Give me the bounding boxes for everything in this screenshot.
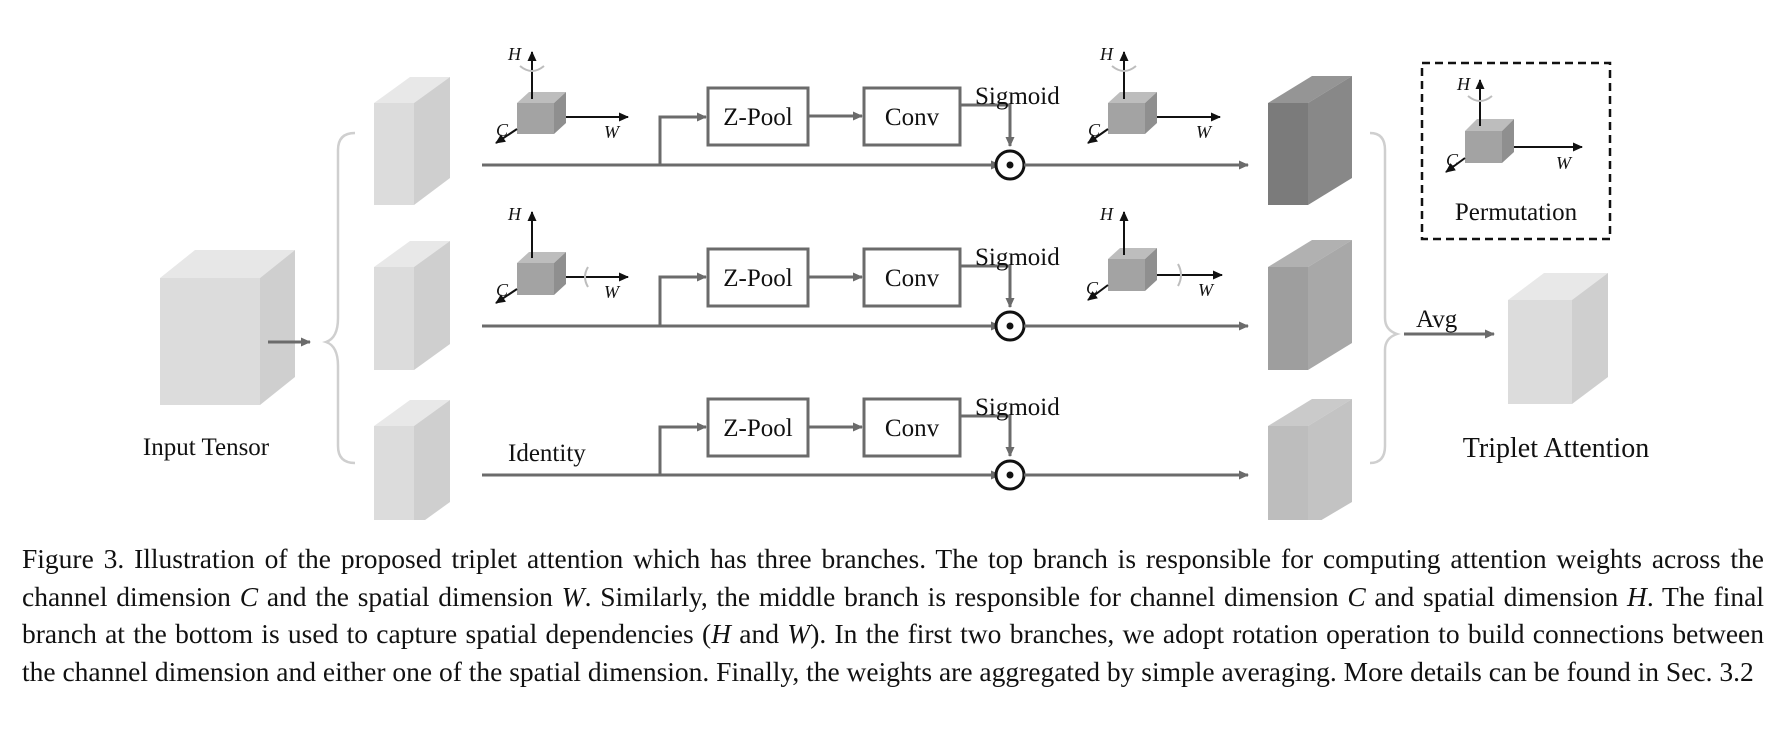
branch2-zpool-arrow [658, 272, 707, 326]
axis-w-label: W [1198, 280, 1215, 300]
axis-h-label: H [1099, 44, 1114, 64]
branch-input-cube-middle [374, 241, 450, 370]
triplet-attention-label: Triplet Attention [1463, 433, 1649, 464]
branch-input-cube-top [374, 77, 450, 205]
branch2-zpool-label: Z-Pool [723, 265, 793, 292]
identity-label: Identity [508, 440, 586, 467]
branch2-sigmoid-label: Sigmoid [975, 244, 1060, 271]
branch2-conv-label: Conv [885, 265, 940, 292]
branch1-zpool-label: Z-Pool [723, 104, 793, 131]
branch3-zpool-label: Z-Pool [723, 415, 793, 442]
axis-c-label: C [496, 280, 509, 300]
branch1-sigmoid-label: Sigmoid [975, 83, 1060, 110]
input-tensor-cube [160, 250, 295, 405]
branch1-conv-box [862, 86, 962, 147]
axis-w-label: W [604, 122, 621, 142]
branch3-output-cube [1268, 399, 1352, 520]
axis-c-label: C [1086, 278, 1099, 298]
permutation-label: Permutation [1455, 199, 1578, 226]
branch3-zpool-box [706, 397, 810, 458]
axis-icon-branch2-left [495, 211, 629, 304]
axis-icon-branch1-left [495, 51, 629, 144]
branch2-multiply-node [994, 310, 1026, 342]
branch3-conv-box [862, 397, 962, 458]
branch1-zpool-arrow [658, 112, 707, 165]
branch1-output-cube [1268, 76, 1352, 205]
axis-c-label: C [1446, 150, 1459, 170]
branch1-multiply-node [994, 149, 1026, 181]
axis-h-label: H [1456, 74, 1471, 94]
axis-w-label: W [604, 282, 621, 302]
branch1-sigmoid-arrow [960, 103, 1015, 147]
axis-h-label: H [507, 204, 522, 224]
branch2-conv-box [862, 247, 962, 308]
branch3-zpool-arrow [658, 422, 707, 475]
axis-c-label: C [1088, 120, 1101, 140]
triplet-attention-output-cube [1508, 273, 1608, 404]
branch3-multiply-node [994, 459, 1026, 491]
axis-icon-branch2-right [1087, 211, 1223, 301]
branch3-sigmoid-arrow [960, 414, 1015, 457]
axis-icon-branch1-right [1087, 51, 1221, 144]
axis-c-label: C [496, 120, 509, 140]
axis-w-label: W [1196, 122, 1213, 142]
branch3-sigmoid-label: Sigmoid [975, 394, 1060, 421]
permutation-legend [1420, 61, 1612, 241]
branch2-sigmoid-arrow [960, 264, 1015, 308]
axis-w-label: W [1556, 153, 1573, 173]
branch1-conv-label: Conv [885, 104, 940, 131]
left-brace [322, 131, 356, 465]
axis-h-label: H [507, 44, 522, 64]
branch2-output-cube [1268, 240, 1352, 370]
figure-caption: Figure 3. Illustration of the proposed t… [22, 543, 1764, 687]
branch-input-cube-bottom [374, 400, 450, 520]
right-brace [1369, 131, 1401, 465]
avg-label: Avg [1416, 306, 1458, 333]
input-tensor-label: Input Tensor [143, 434, 270, 461]
branch2-zpool-box [706, 247, 810, 308]
axis-h-label: H [1099, 204, 1114, 224]
branch3-conv-label: Conv [885, 415, 940, 442]
triplet-attention-diagram: Input Tensor H C W H C [143, 44, 1649, 520]
